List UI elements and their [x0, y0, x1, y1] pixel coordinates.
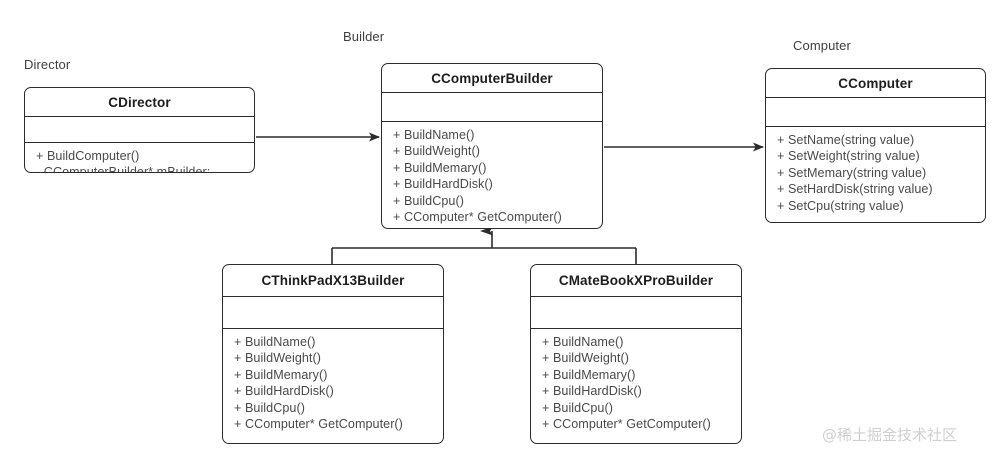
class-member-line: + BuildHardDisk(): [393, 177, 493, 192]
class-member-line: + BuildHardDisk(): [542, 384, 642, 399]
class-operations-cthinkpadx13builder: + BuildName() + BuildWeight()+ BuildMemar…: [223, 329, 443, 436]
class-member-line: + BuildWeight(): [542, 351, 629, 366]
class-member-line: + BuildCpu(): [393, 193, 464, 208]
package-label-computer: Computer: [793, 38, 851, 53]
class-member-line: - CComputerBuilder* mBuilder;: [36, 165, 211, 173]
class-box-cmatebookxprobuilder[interactable]: CMateBookXProBuilder + BuildName()+ Buil…: [530, 264, 742, 444]
class-box-cthinkpadx13builder[interactable]: CThinkPadX13Builder + BuildName()+ Build…: [222, 264, 444, 444]
class-member-line: + BuildMemary(): [234, 367, 328, 382]
class-title-cthinkpadx13builder: CThinkPadX13Builder: [223, 265, 443, 297]
package-label-builder: Builder: [343, 29, 385, 44]
class-member-line: + SetHardDisk(string value): [777, 182, 933, 197]
class-member-line: + SetCpu(string value): [777, 198, 904, 213]
class-attributes-ccomputerbuilder: [382, 93, 602, 122]
class-box-ccomputer[interactable]: CComputer + SetName(string value) + SetWe…: [765, 68, 986, 223]
class-member-line: + SetMemary(string value): [777, 165, 927, 180]
package-label-director: Director: [24, 57, 71, 72]
class-member-line: + BuildCpu(): [234, 400, 305, 415]
class-member-line: + BuildMemary(): [542, 367, 636, 382]
class-attributes-cmatebookxprobuilder: [531, 297, 741, 329]
class-member-line: + BuildHardDisk(): [234, 384, 334, 399]
site-watermark: @稀土掘金技术社区: [822, 426, 958, 444]
class-member-line: + SetWeight(string value): [777, 149, 920, 164]
class-member-line: + BuildMemary(): [393, 160, 487, 175]
class-box-cdirector[interactable]: CDirector + BuildComputer() - CComputerBu…: [24, 87, 255, 173]
class-title-cmatebookxprobuilder: CMateBookXProBuilder: [531, 265, 741, 297]
class-member-line: + BuildComputer(): [36, 149, 140, 163]
class-member-line: + CComputer* GetComputer(): [234, 417, 403, 432]
class-operations-ccomputerbuilder: + BuildName() + BuildWeight()+ BuildMemar…: [382, 122, 602, 228]
class-title-ccomputer: CComputer: [766, 69, 985, 98]
class-member-line: + BuildName(): [542, 335, 624, 349]
class-attributes-ccomputer: [766, 98, 985, 127]
class-member-line: + CComputer* GetComputer(): [393, 210, 562, 225]
class-member-line: + BuildName(): [234, 335, 316, 349]
class-box-ccomputerbuilder[interactable]: CComputerBuilder + BuildName() + BuildWei…: [381, 63, 603, 229]
class-member-line: + BuildName(): [393, 128, 475, 142]
class-operations-ccomputer: + SetName(string value) + SetWeight(strin…: [766, 127, 985, 218]
class-member-line: + BuildWeight(): [234, 351, 321, 366]
class-title-ccomputerbuilder: CComputerBuilder: [382, 64, 602, 93]
class-member-line: + SetName(string value): [777, 133, 915, 147]
class-attributes-cdirector: [25, 117, 254, 143]
class-member-line: + CComputer* GetComputer(): [542, 417, 711, 432]
class-operations-cmatebookxprobuilder: + BuildName() + BuildWeight()+ BuildMemar…: [531, 329, 741, 436]
class-attributes-cthinkpadx13builder: [223, 297, 443, 329]
class-member-line: + BuildCpu(): [542, 400, 613, 415]
class-title-cdirector: CDirector: [25, 88, 254, 117]
edge-subclasses-to-builder: [331, 226, 637, 264]
class-member-line: + BuildWeight(): [393, 144, 480, 159]
class-operations-cdirector: + BuildComputer() - CComputerBuilder* mBu…: [25, 143, 254, 173]
